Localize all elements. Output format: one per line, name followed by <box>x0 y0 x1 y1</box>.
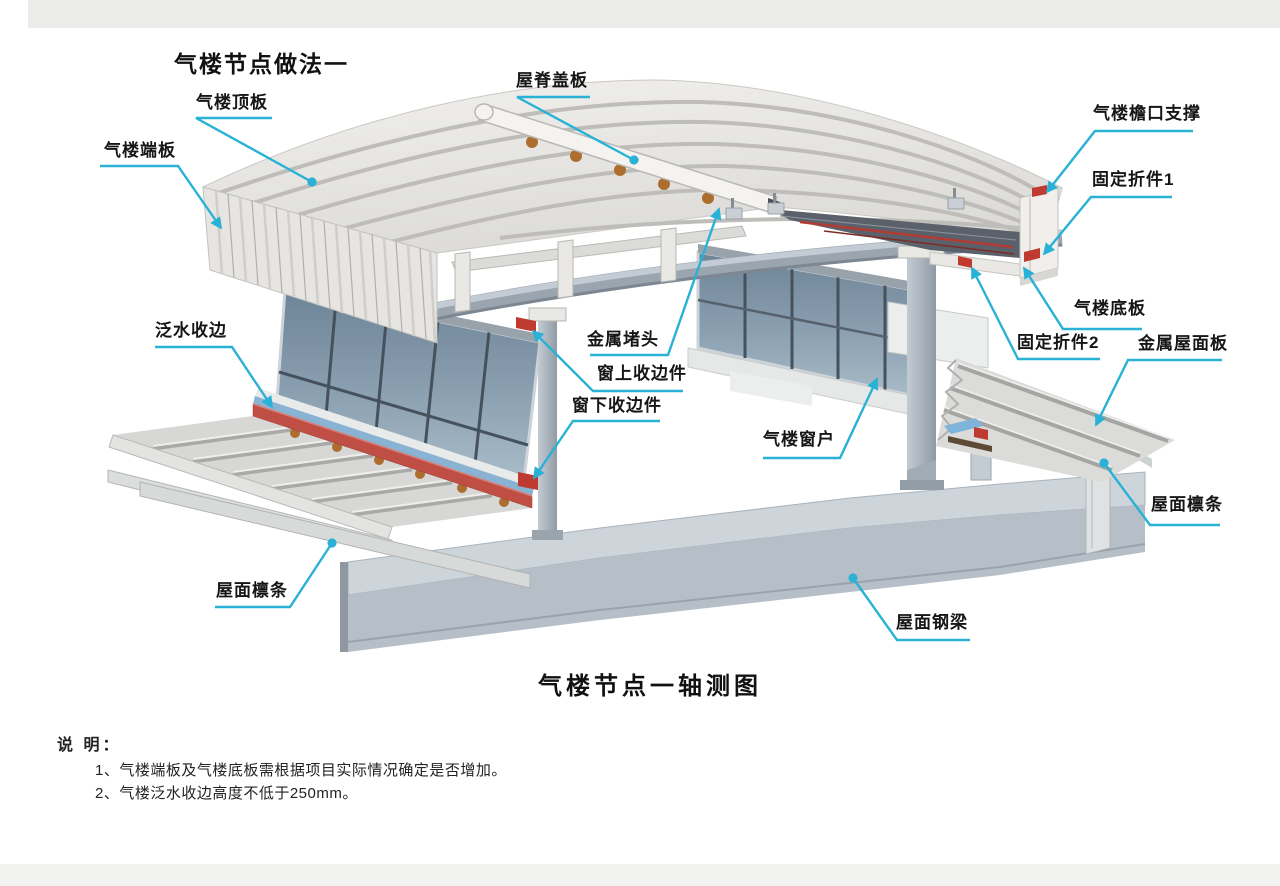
leader-qilou-chuanghu <box>763 377 879 460</box>
roof-clips <box>725 188 965 220</box>
leader-lines <box>100 95 1222 642</box>
leader-lintiao-left <box>215 538 337 609</box>
leader-wuji-gaiban <box>516 95 639 165</box>
leader-qilou-dingban <box>195 116 317 187</box>
fixing-piece-1 <box>1032 185 1047 197</box>
leader-qilou-duanban <box>100 164 223 230</box>
page-title: 气楼节点做法一 <box>174 52 349 77</box>
left-roof-panels <box>108 416 532 540</box>
leader-guding-zhejian-1 <box>1042 195 1172 256</box>
notes-block: 说 明： 1、气楼端板及气楼底板需根据项目实际情况确定是否增加。 2、气楼泛水收… <box>57 731 507 805</box>
label-fanshui-shoubian: 泛水收边 <box>155 321 227 340</box>
label-qilou-duanban: 气楼端板 <box>104 141 176 160</box>
label-qilou-chuanghu: 气楼窗户 <box>763 430 835 449</box>
label-wumian-lintiao-left: 屋面檩条 <box>216 581 288 600</box>
roof-steel-beam <box>340 471 1146 652</box>
label-guding-zhejian-2: 固定折件2 <box>1017 333 1100 352</box>
label-jinshu-wumianban: 金属屋面板 <box>1138 334 1228 353</box>
leader-yankou-zhicheng <box>1045 129 1193 194</box>
left-roof-purlins <box>107 469 531 589</box>
label-jinshu-dutou: 金属堵头 <box>587 330 659 349</box>
monitor-eave-channel <box>929 185 1059 286</box>
foam-closures-ridge <box>526 136 714 204</box>
monitor-roof <box>201 79 1063 344</box>
note-item-1: 1、气楼端板及气楼底板需根据项目实际情况确定是否增加。 <box>95 762 507 779</box>
label-qilou-yankou-zhicheng: 气楼檐口支撑 <box>1093 104 1201 123</box>
leader-jinshu-dutou <box>590 207 722 357</box>
label-qilou-dingban: 气楼顶板 <box>196 93 268 112</box>
roof-underside-right <box>770 209 1020 258</box>
label-guding-zhejian-1: 固定折件1 <box>1092 170 1175 189</box>
leader-jinshu-wumianban <box>1094 358 1222 427</box>
figure-caption: 气楼节点一轴测图 <box>538 674 762 700</box>
leader-chuang-xia <box>532 419 660 480</box>
window-sill-flashing <box>252 317 538 509</box>
metal-roof-panel <box>936 358 1175 482</box>
monitor-bottom-board <box>929 251 1021 277</box>
label-chuang-xia-shoubianjian: 窗下收边件 <box>572 396 662 415</box>
note-item-2: 2、气楼泛水收边高度不低于250mm。 <box>95 785 358 802</box>
leader-guding-zhejian-2 <box>970 266 1100 361</box>
fixing-piece-2 <box>958 256 972 268</box>
label-wumian-lintiao-right: 屋面檩条 <box>1151 495 1223 514</box>
label-wuji-gaiban: 屋脊盖板 <box>516 71 588 90</box>
leader-chuang-shang <box>531 329 683 393</box>
leader-qilou-diban <box>1022 266 1142 331</box>
leader-gangliang <box>848 573 970 642</box>
notes-heading: 说 明： <box>57 737 122 754</box>
leader-lintiao-right <box>1099 458 1220 527</box>
steel-column-left <box>528 307 567 540</box>
roof-standing-seams <box>209 99 1042 252</box>
label-wumian-gangliang: 屋面钢梁 <box>896 613 968 632</box>
monitor-end-plate <box>202 186 438 344</box>
leader-fanshui-shoubian <box>155 345 273 409</box>
label-qilou-diban: 气楼底板 <box>1074 299 1146 318</box>
label-chuang-shang-shoubianjian: 窗上收边件 <box>597 364 687 383</box>
window-head-trim-piece <box>516 317 536 332</box>
under-roof-purlins <box>451 225 747 313</box>
